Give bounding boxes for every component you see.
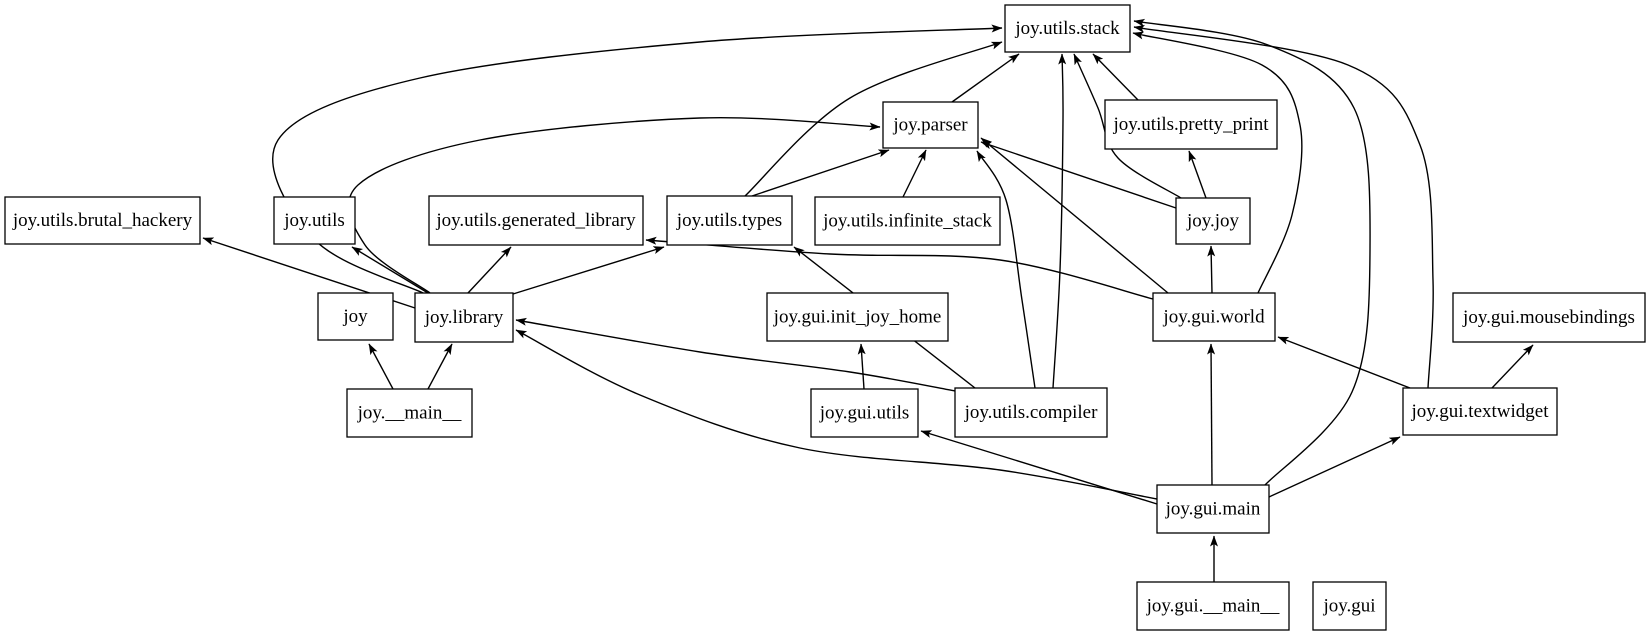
- edge-joy-gui-textwidget-to-joy-gui-mousebindings: [1491, 344, 1534, 389]
- node-box-joy-utils-stack: [1004, 4, 1131, 53]
- node-label-joy-gui-main: joy.gui.__main__: [1146, 595, 1280, 616]
- node-label-joy-gui-utils: joy.gui.utils: [819, 402, 910, 423]
- node-joy-utils: joy.utils: [273, 196, 356, 245]
- node-label-joy-library: joy.library: [424, 307, 504, 328]
- node-joy-utils-brutal-hackery: joy.utils.brutal_hackery: [4, 196, 201, 245]
- node-label-joy-parser: joy.parser: [892, 114, 968, 135]
- node-joy-gui-utils: joy.gui.utils: [810, 388, 919, 438]
- node-box-joy-gui-mousebindings: [1452, 292, 1646, 343]
- node-box-joy-utils-generated-library: [428, 195, 644, 246]
- node-joy-gui-textwidget: joy.gui.textwidget: [1402, 387, 1558, 436]
- node-label-joy-utils-types: joy.utils.types: [676, 210, 782, 231]
- node-joy-gui-init-joy-home: joy.gui.init_joy_home: [766, 292, 949, 342]
- edge-joy-gui-main-to-joy-library: [515, 329, 1158, 500]
- node-box-joy-utils-compiler: [954, 387, 1108, 438]
- edge-joy-library-to-joy-utils-types: [512, 246, 665, 295]
- node-label-joy-utils-infinite-stack: joy.utils.infinite_stack: [822, 210, 992, 231]
- edge-joy-main-to-joy: [368, 343, 394, 390]
- edge-joy-utils-compiler-to-joy-parser: [976, 150, 1036, 389]
- node-label-joy-gui-textwidget: joy.gui.textwidget: [1410, 401, 1549, 422]
- edge-joy-gui-utils-to-joy-gui-init-joy-home: [857, 343, 866, 390]
- node-label-joy-utils-compiler: joy.utils.compiler: [964, 402, 1098, 423]
- edge-joy-joy-to-joy-parser: [980, 141, 1177, 209]
- edge-joy-gui-main-to-joy-utils-stack: [1133, 18, 1371, 486]
- edge-joy-gui-world-to-joy-utils-generated-library: [645, 236, 1154, 300]
- node-box-joy-gui-world: [1152, 292, 1276, 342]
- node-joy-gui-main: joy.gui.main: [1156, 484, 1270, 534]
- node-box-joy-gui: [1312, 581, 1387, 631]
- node-joy-joy: joy.joy: [1175, 197, 1251, 245]
- node-label-joy-utils-brutal-hackery: joy.utils.brutal_hackery: [12, 210, 193, 231]
- node-box-joy-utils-brutal-hackery: [4, 196, 201, 245]
- node-label-joy-gui-main: joy.gui.main: [1165, 498, 1261, 519]
- node-label-joy-utils-stack: joy.utils.stack: [1014, 18, 1120, 39]
- edge-joy-library-to-joy-utils-stack: [272, 24, 1003, 294]
- node-joy-parser: joy.parser: [882, 101, 979, 149]
- node-label-joy-gui: joy.gui: [1322, 595, 1375, 616]
- edge-joy-utils-compiler-to-joy-library: [515, 317, 956, 392]
- node-joy-utils-infinite-stack: joy.utils.infinite_stack: [814, 196, 1001, 246]
- edge-joy-utils-types-to-joy-parser: [751, 149, 890, 197]
- node-box-joy-gui-main: [1136, 581, 1290, 631]
- node-label-joy-joy: joy.joy: [1186, 210, 1240, 231]
- edge-joy-gui-world-to-joy-parser: [980, 137, 1169, 294]
- edge-joy-library-to-joy-utils: [351, 246, 429, 294]
- node-joy-utils-compiler: joy.utils.compiler: [954, 387, 1108, 438]
- node-joy-utils-generated-library: joy.utils.generated_library: [428, 195, 644, 246]
- node-label-joy-main: joy.__main__: [357, 402, 462, 423]
- node-box-joy-gui-utils: [810, 388, 919, 438]
- node-label-joy-gui-world: joy.gui.world: [1162, 306, 1265, 327]
- node-joy-utils-pretty-print: joy.utils.pretty_print: [1104, 99, 1278, 150]
- edge-joy-utils-pretty-print-to-joy-utils-stack: [1092, 53, 1139, 101]
- node-box-joy-gui-textwidget: [1402, 387, 1558, 436]
- node-joy: joy: [317, 292, 394, 341]
- node-box-joy-parser: [882, 101, 979, 149]
- edge-joy-utils-types-to-joy-utils-stack: [744, 41, 1003, 197]
- node-box-joy: [317, 292, 394, 341]
- node-box-joy-library: [414, 292, 514, 343]
- edges-layer: [202, 18, 1534, 582]
- node-joy-gui-main: joy.gui.__main__: [1136, 581, 1290, 631]
- edge-joy-library-to-joy-utils-generated-library: [467, 246, 512, 294]
- edge-joy-parser-to-joy-utils-stack: [951, 53, 1020, 103]
- edge-joy-library-to-joy-parser: [347, 117, 881, 294]
- node-label-joy: joy: [342, 306, 368, 327]
- node-box-joy-utils-types: [666, 195, 793, 246]
- node-box-joy-joy: [1175, 197, 1251, 245]
- node-box-joy-utils: [273, 196, 356, 245]
- edge-joy-utils-compiler-to-joy-utils-stack: [1052, 53, 1067, 389]
- node-joy-gui-mousebindings: joy.gui.mousebindings: [1452, 292, 1646, 343]
- node-joy-gui-world: joy.gui.world: [1152, 292, 1276, 342]
- node-box-joy-utils-infinite-stack: [814, 196, 1001, 246]
- edge-joy-utils-infinite-stack-to-joy-parser: [902, 149, 927, 198]
- node-joy-main: joy.__main__: [346, 388, 473, 438]
- node-box-joy-utils-pretty-print: [1104, 99, 1278, 150]
- node-joy-utils-types: joy.utils.types: [666, 195, 793, 246]
- edge-joy-main-to-joy-library: [427, 343, 453, 390]
- node-label-joy-utils: joy.utils: [283, 210, 345, 231]
- node-box-joy-gui-init-joy-home: [766, 292, 949, 342]
- edge-joy-gui-world-to-joy-joy: [1207, 245, 1216, 294]
- node-joy-gui: joy.gui: [1312, 581, 1387, 631]
- edge-joy-gui-main-to-joy-gui-textwidget: [1268, 436, 1401, 498]
- node-label-joy-utils-pretty-print: joy.utils.pretty_print: [1113, 114, 1270, 135]
- node-joy-utils-stack: joy.utils.stack: [1004, 4, 1131, 53]
- edge-joy-gui-main-to-joy-gui-utils: [920, 430, 1158, 505]
- edge-joy-gui-textwidget-to-joy-gui-world: [1277, 336, 1411, 389]
- node-label-joy-utils-generated-library: joy.utils.generated_library: [435, 210, 636, 231]
- node-joy-library: joy.library: [414, 292, 514, 343]
- node-label-joy-gui-init-joy-home: joy.gui.init_joy_home: [773, 306, 942, 327]
- nodes-layer: joy.utils.brutal_hackery joy.utils joy.uti…: [4, 4, 1646, 631]
- node-box-joy-gui-main: [1156, 484, 1270, 534]
- edge-joy-gui-world-to-joy-utils-stack: [1132, 31, 1303, 294]
- node-label-joy-gui-mousebindings: joy.gui.mousebindings: [1462, 307, 1635, 328]
- edge-joy-gui-textwidget-to-joy-utils-stack: [1133, 24, 1434, 389]
- node-box-joy-main: [346, 388, 473, 438]
- edge-joy-joy-to-joy-utils-pretty-print: [1188, 150, 1207, 199]
- edge-joy-gui-main-to-joy-gui-world: [1207, 343, 1216, 486]
